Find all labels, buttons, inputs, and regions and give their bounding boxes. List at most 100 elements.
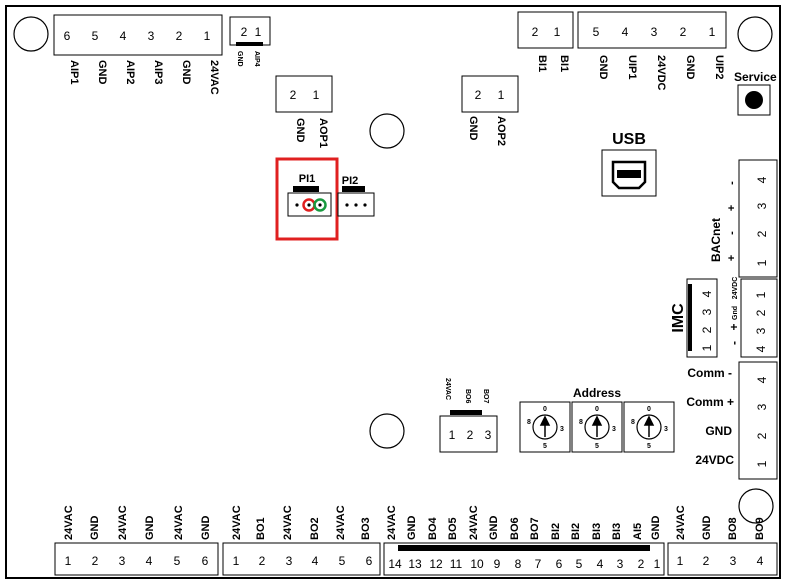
svg-text:GND: GND (89, 516, 101, 541)
svg-text:1: 1 (654, 557, 661, 571)
pin-label: UIP2 (713, 55, 725, 79)
mounting-hole-center-top (369, 113, 405, 149)
svg-text:1: 1 (677, 554, 684, 568)
svg-text:7: 7 (535, 557, 542, 571)
svg-text:9: 9 (494, 557, 501, 571)
pin-label: AIP1 (68, 60, 80, 84)
svg-text:4: 4 (757, 554, 764, 568)
address-switch-1[interactable]: 0 5 8 3 (519, 401, 571, 453)
svg-text:BO3: BO3 (360, 517, 372, 540)
pin-number: 2 (680, 25, 687, 39)
pi1-highlight-box (275, 157, 339, 241)
svg-text:Gnd: Gnd (732, 306, 739, 320)
svg-text:3: 3 (560, 426, 564, 433)
pin-number: 5 (92, 29, 99, 43)
svg-text:3: 3 (485, 428, 492, 442)
svg-text:GND: GND (144, 516, 156, 541)
svg-text:GND: GND (701, 516, 713, 541)
svg-text:-: - (726, 181, 738, 185)
svg-text:24VAC: 24VAC (117, 505, 129, 540)
svg-text:6: 6 (366, 554, 373, 568)
svg-text:5: 5 (174, 554, 181, 568)
svg-text:+: + (726, 255, 738, 261)
pin-label: AIP4 (253, 51, 260, 67)
svg-text:BO1: BO1 (255, 517, 267, 540)
svg-text:24VAC: 24VAC (63, 505, 75, 540)
svg-text:3: 3 (286, 554, 293, 568)
svg-text:12: 12 (429, 557, 443, 571)
pin-label: UIP1 (626, 55, 638, 79)
svg-text:4: 4 (597, 557, 604, 571)
svg-text:6: 6 (556, 557, 563, 571)
pin-number: 2 (176, 29, 183, 43)
address-switch-2[interactable]: 0 5 8 3 (571, 401, 623, 453)
svg-text:GND: GND (200, 516, 212, 541)
pi1-pin-green (313, 198, 327, 212)
svg-text:+: + (727, 323, 741, 330)
pin-number: 4 (622, 25, 629, 39)
svg-text:8: 8 (579, 419, 583, 426)
mounting-hole-bottom-right (738, 488, 774, 524)
address-label: Address (573, 386, 621, 400)
svg-text:4: 4 (312, 554, 319, 568)
address-switch-3[interactable]: 0 5 8 3 (623, 401, 675, 453)
svg-text:2: 2 (700, 326, 714, 333)
svg-text:+: + (726, 205, 738, 211)
pin-number: 1 (554, 25, 561, 39)
svg-text:4: 4 (700, 290, 714, 297)
svg-text:2: 2 (638, 557, 645, 571)
svg-text:GND: GND (406, 516, 418, 541)
svg-text:GND: GND (488, 516, 500, 541)
pin-number: 1 (313, 88, 320, 102)
svg-text:24VAC: 24VAC (444, 378, 451, 400)
svg-text:1: 1 (755, 460, 769, 467)
svg-text:8: 8 (515, 557, 522, 571)
svg-text:11: 11 (450, 557, 463, 571)
svg-text:3: 3 (730, 554, 737, 568)
svg-text:1: 1 (700, 344, 714, 351)
pin-number: 3 (148, 29, 155, 43)
pin-number: 4 (755, 176, 769, 183)
pin-label: BI1 (558, 55, 570, 72)
svg-text:8: 8 (631, 419, 635, 426)
svg-text:24VDC: 24VDC (732, 277, 739, 300)
connector-bottom-c: 24VAC GND BO4 BO5 24VAC GND BO6 BO7 BI2 … (383, 505, 665, 576)
svg-text:5: 5 (595, 443, 599, 450)
pin-label: AOP2 (495, 116, 507, 146)
pin-number: 6 (64, 29, 71, 43)
svg-text:3: 3 (754, 327, 768, 334)
svg-text:24VAC: 24VAC (173, 505, 185, 540)
mounting-hole-center-bottom (369, 413, 405, 449)
connector-bo6-bo7: 24VAC BO6 BO7 1 2 3 (439, 378, 498, 453)
pin-number: 3 (651, 25, 658, 39)
pin-number: 1 (709, 25, 716, 39)
svg-text:3: 3 (664, 426, 668, 433)
pin-number: 1 (255, 25, 262, 39)
pin-label: GND (597, 55, 609, 80)
svg-text:0: 0 (543, 406, 547, 413)
svg-text:2: 2 (467, 428, 474, 442)
svg-text:10: 10 (470, 557, 484, 571)
svg-text:5: 5 (339, 554, 346, 568)
svg-text:BI3: BI3 (591, 523, 603, 540)
pin-number: 2 (755, 230, 769, 237)
svg-text:3: 3 (119, 554, 126, 568)
svg-text:24VAC: 24VAC (675, 505, 687, 540)
pin-number: 2 (241, 25, 248, 39)
pin-label: GND (96, 60, 108, 85)
pin-label: 24VDC (655, 55, 667, 91)
pin-number: 1 (498, 88, 505, 102)
connector-aop2: 2 1 GND AOP2 (461, 75, 519, 146)
svg-text:BO6: BO6 (464, 389, 471, 404)
svg-text:24VDC: 24VDC (695, 453, 734, 467)
svg-text:BI2: BI2 (570, 523, 582, 540)
svg-text:1: 1 (449, 428, 456, 442)
connector-aop1: 2 1 GND AOP1 (275, 75, 333, 148)
connector-bottom-d: 24VAC GND BO8 BO9 1 2 3 4 (667, 505, 778, 576)
pin-number: 5 (593, 25, 600, 39)
pi2-label: PI2 (342, 175, 359, 187)
pin-number: 2 (532, 25, 539, 39)
svg-text:3: 3 (612, 426, 616, 433)
svg-text:GND: GND (650, 516, 662, 541)
